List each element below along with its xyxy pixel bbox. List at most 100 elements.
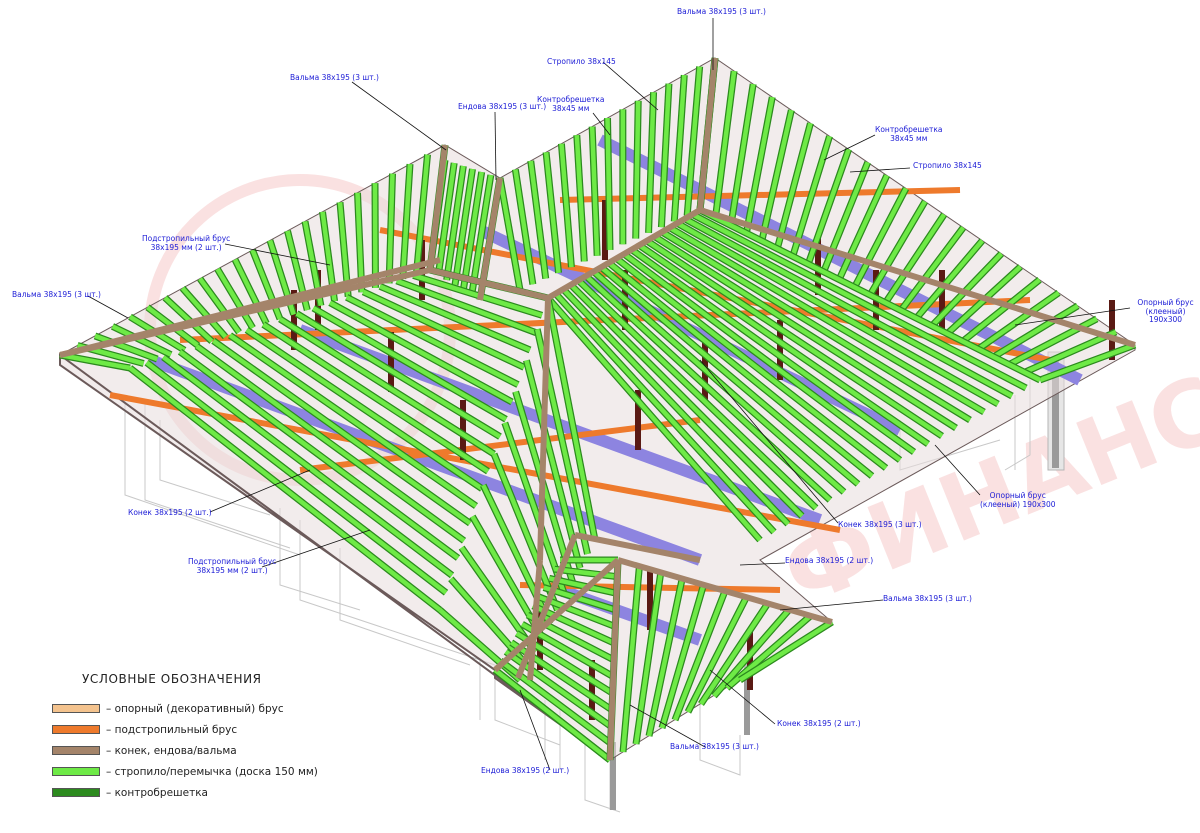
- callout-hip-lower-right: Вальма 38х195 (3 шт.): [883, 594, 972, 603]
- rafter: [469, 174, 494, 296]
- rafter: [744, 96, 775, 234]
- legend-item-support-beam: – опорный (декоративный) брус: [52, 698, 382, 719]
- hip-ridge-valley: [527, 559, 543, 681]
- rafter: [992, 303, 1079, 359]
- rafter: [195, 344, 466, 543]
- rafter: [362, 289, 525, 370]
- ridges-valleys-hips: [59, 57, 1136, 761]
- rafter: [633, 572, 664, 745]
- legend-label: – опорный (декоративный) брус: [106, 702, 284, 715]
- rafter: [672, 590, 728, 721]
- rafter: [497, 177, 523, 291]
- hip-ridge-valley: [515, 533, 578, 680]
- rafter: [436, 162, 457, 276]
- rafter: [607, 261, 874, 478]
- rafter: [738, 620, 834, 682]
- hip-ridge-valley: [59, 257, 441, 358]
- hip-ridge-valley: [546, 207, 702, 301]
- callout-plate-left-lower: Подстропильный брус 38х195 мм (2 шт.): [188, 557, 277, 575]
- rafter: [759, 109, 794, 242]
- callout-rafter-right: Стропило 38х145: [913, 161, 982, 170]
- rafter: [379, 284, 531, 353]
- legend-label: – конек, ендова/вальма: [106, 744, 237, 757]
- rafter: [660, 230, 972, 422]
- legend-label: – подстропильный брус: [106, 723, 238, 736]
- callout-counter-batten-top: Контробрешетка 38х45 мм: [537, 95, 605, 113]
- rafter: [599, 265, 860, 486]
- rafter: [528, 160, 548, 279]
- rafter: [345, 295, 520, 387]
- rafter: [128, 366, 442, 612]
- callout-leaders: [87, 18, 1131, 771]
- legend-item-counter-batten: – контробрешетка: [52, 782, 382, 803]
- rafter: [728, 83, 756, 226]
- rafter: [584, 274, 832, 502]
- rafter: [883, 213, 946, 304]
- rafter: [414, 154, 430, 275]
- callout-valley-mid: Ендова 38х195 (2 шт.): [785, 556, 874, 565]
- legend-label: – стропило/перемычка (доска 150 мм): [106, 765, 318, 778]
- rafter: [493, 668, 612, 762]
- hip-ridge-valley: [699, 207, 1136, 348]
- rafter: [684, 66, 702, 216]
- post: [589, 660, 595, 720]
- rafter: [868, 200, 927, 297]
- post: [291, 290, 297, 350]
- rafter: [548, 576, 618, 596]
- rafter: [659, 584, 706, 729]
- rafters: [59, 57, 1137, 763]
- post: [747, 630, 753, 690]
- rafter: [713, 70, 737, 219]
- rafter: [524, 359, 583, 569]
- rafter: [232, 258, 269, 325]
- post: [460, 400, 466, 460]
- rafter: [659, 83, 672, 228]
- rafter: [561, 287, 790, 526]
- rafter: [790, 135, 832, 258]
- rafter: [653, 234, 958, 430]
- hip-ridge-valley: [429, 267, 549, 301]
- rafter: [145, 360, 448, 595]
- post: [635, 390, 641, 450]
- rafter: [386, 173, 395, 284]
- rafter: [400, 163, 413, 280]
- post: [939, 270, 945, 330]
- rafter: [569, 283, 804, 518]
- rafter: [198, 277, 241, 334]
- callout-ridge-left: Конек 38х195 (2 шт.): [128, 508, 212, 517]
- rafter: [295, 311, 502, 439]
- rafter: [691, 212, 1028, 390]
- rafter: [646, 578, 685, 737]
- legend: УСЛОВНЫЕ ОБОЗНАЧЕНИЯ – опорный (декорати…: [52, 672, 382, 803]
- rafter: [574, 135, 587, 262]
- rafter: [228, 333, 478, 508]
- rafter: [245, 328, 484, 491]
- legend-swatch: [52, 788, 100, 797]
- rafter: [637, 243, 930, 446]
- rafter: [622, 252, 902, 462]
- rafter: [668, 225, 986, 414]
- rafter: [491, 453, 560, 611]
- rafter: [412, 273, 543, 318]
- post: [777, 320, 783, 380]
- legend-swatch: [52, 725, 100, 734]
- rafter: [328, 300, 514, 404]
- legend-title: УСЛОВНЫЕ ОБОЗНАЧЕНИЯ: [82, 672, 262, 686]
- rafter: [1023, 329, 1117, 375]
- rafter: [461, 171, 484, 291]
- rafter: [212, 338, 472, 526]
- rafter: [676, 221, 1000, 406]
- rafter: [685, 596, 749, 714]
- legend-swatch: [52, 746, 100, 755]
- rafter: [59, 352, 131, 371]
- rafter: [672, 74, 687, 222]
- post: [388, 332, 394, 392]
- rafter: [262, 322, 490, 474]
- rafter: [683, 216, 1014, 398]
- post: [537, 610, 543, 670]
- callout-plate-left-upper: Подстропильный брус 38х195 мм (2 шт.): [142, 234, 231, 252]
- rafter: [589, 126, 600, 256]
- rafter: [94, 333, 159, 362]
- rafter: [633, 100, 641, 239]
